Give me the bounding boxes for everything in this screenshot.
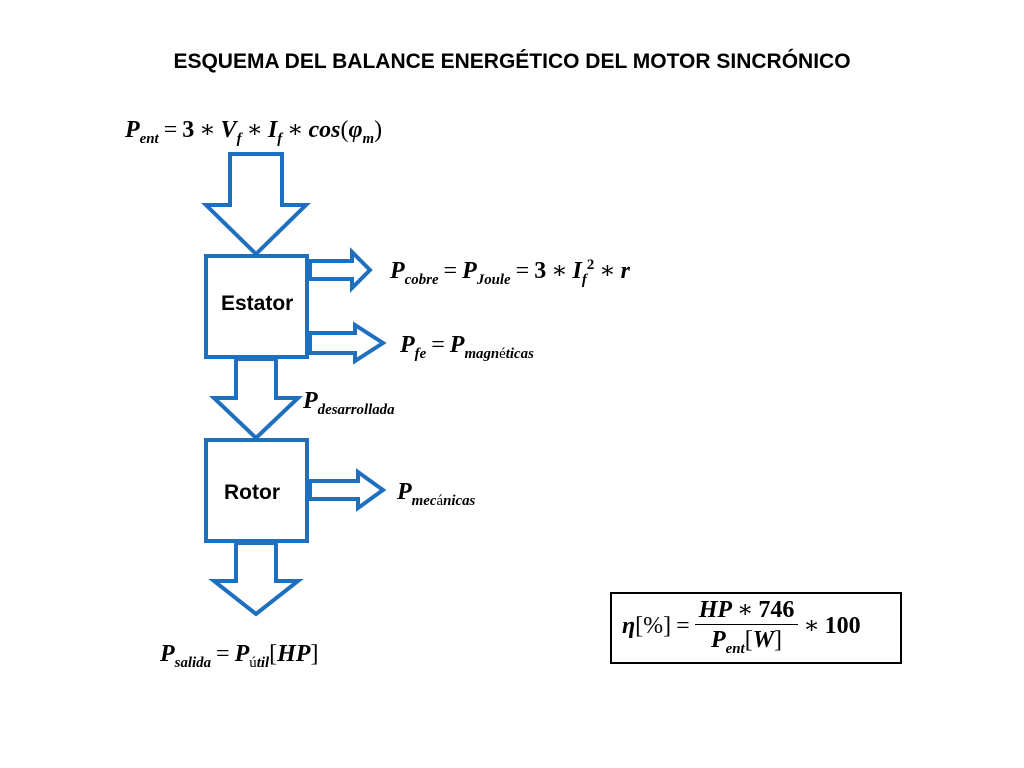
page-title: ESQUEMA DEL BALANCE ENERGÉTICO DEL MOTOR…	[173, 50, 851, 73]
developed-power-arrow	[209, 357, 303, 441]
copper-loss-formula: Pcobre=PJoule=3∗If2∗r	[390, 257, 630, 288]
stator-label: Estator	[221, 292, 294, 315]
input-arrow	[201, 152, 311, 257]
rotor-label: Rotor	[224, 481, 280, 504]
mechanical-loss-label: Pmecánicas	[397, 479, 476, 509]
developed-power-label: Pdesarrollada	[303, 388, 395, 418]
iron-loss-arrow	[308, 321, 387, 365]
rotor-box	[204, 438, 309, 543]
copper-loss-arrow	[308, 247, 373, 293]
mechanical-loss-arrow	[308, 468, 387, 512]
efficiency-box	[610, 592, 902, 664]
output-power-formula: Psalida=Pútil[HP]	[160, 641, 319, 671]
iron-loss-formula: Pfe=Pmagnéticas	[400, 332, 534, 362]
input-power-formula: Pent=3∗Vf∗If∗cos(φm)	[125, 117, 383, 147]
output-arrow	[208, 541, 304, 617]
